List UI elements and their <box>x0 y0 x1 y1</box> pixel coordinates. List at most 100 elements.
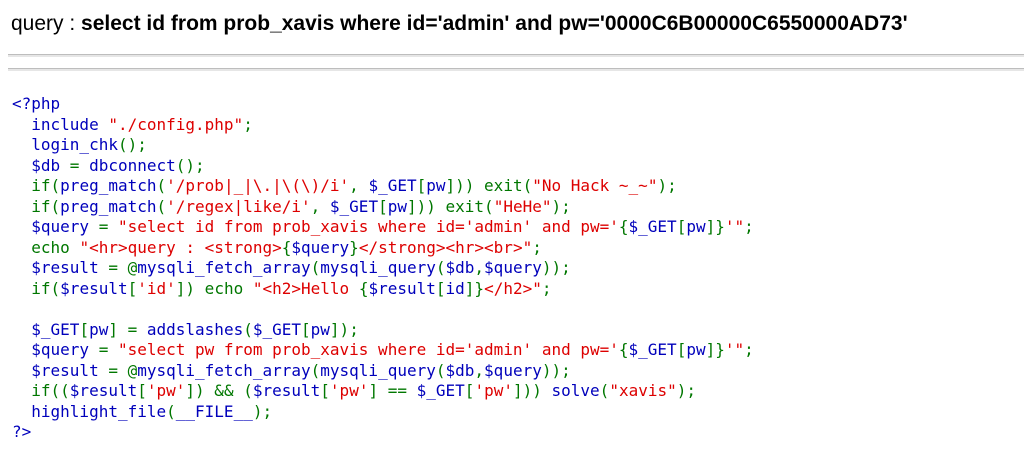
code-token: ]} <box>705 340 725 359</box>
code-token: $_GET <box>628 340 677 359</box>
code-token: mysqli_query <box>320 258 436 277</box>
code-token: ( <box>435 258 446 277</box>
code-token: ( <box>435 360 446 380</box>
code-line: ?> <box>12 422 754 443</box>
code-token: solve <box>551 381 600 400</box>
code-token: ]} <box>705 217 725 236</box>
code-token: ); <box>676 381 697 400</box>
code-token: ; <box>243 114 253 134</box>
code-token: [ <box>416 176 427 195</box>
code-token: = <box>69 155 90 175</box>
code-token: mysqli_query <box>320 360 436 380</box>
code-token: $db <box>12 155 70 175</box>
code-token: "<hr>query : <strong> <box>79 237 282 257</box>
code-line: $_GET[pw] = addslashes($_GET[pw]); <box>12 320 754 341</box>
code-token: $query <box>484 360 542 380</box>
code-token: '/regex|like/i' <box>166 196 311 216</box>
code-token: "./config.php" <box>108 114 244 134</box>
code-token: ); <box>657 176 677 195</box>
code-token: , <box>474 360 485 380</box>
code-token: "No Hack ~_~" <box>532 176 658 195</box>
code-token: '" <box>724 217 745 236</box>
code-token: = <box>98 340 118 359</box>
code-token: ( <box>310 360 321 380</box>
code-line: $result = @mysqli_fetch_array(mysqli_que… <box>12 258 754 279</box>
code-line: highlight_file(__FILE__); <box>12 402 754 423</box>
query-output: query : select id from prob_xavis where … <box>11 12 908 36</box>
code-token: login_chk <box>12 135 118 154</box>
code-line: $query = "select pw from prob_xavis wher… <box>12 340 754 361</box>
code-line: login_chk(); <box>12 135 754 156</box>
code-token: $result <box>368 278 436 298</box>
code-line: <?php <box>12 94 754 115</box>
code-token: ( <box>310 258 321 277</box>
code-token: $query <box>12 340 99 359</box>
code-token: ( <box>156 196 167 216</box>
code-token: pw <box>426 176 446 195</box>
query-sql: select id from prob_xavis where id='admi… <box>81 12 908 35</box>
code-token: ?> <box>12 422 32 441</box>
code-token: $_GET <box>252 319 302 339</box>
code-token: ]} <box>464 278 485 298</box>
code-token: if( <box>12 278 61 298</box>
code-token: $_GET <box>416 381 465 400</box>
code-token: $result <box>60 278 128 298</box>
code-line: $db = dbconnect(); <box>12 156 754 177</box>
code-line: $result = @mysqli_fetch_array(mysqli_que… <box>12 361 754 382</box>
code-token: $_GET <box>12 319 80 339</box>
code-token: $result <box>252 381 321 400</box>
code-token: "select pw from prob_xavis where id='adm… <box>117 340 619 359</box>
code-token: "select id from prob_xavis where id='adm… <box>117 217 619 236</box>
horizontal-rule <box>8 68 1024 71</box>
code-token: $db <box>445 360 475 380</box>
code-token: pw <box>89 319 109 339</box>
code-token: [ <box>79 319 90 339</box>
code-token: preg_match <box>60 196 157 216</box>
query-label: query : <box>11 12 82 35</box>
code-token: ]) && ( <box>185 381 253 400</box>
code-token: { <box>618 340 629 359</box>
code-line <box>12 299 754 320</box>
php-source-code: <?php include "./config.php"; login_chk(… <box>12 94 754 443</box>
code-token: "<h2>Hello <box>252 278 359 298</box>
code-token: , <box>474 258 485 277</box>
code-line: include "./config.php"; <box>12 115 754 136</box>
code-token: id <box>445 278 465 298</box>
code-token: pw <box>310 319 330 339</box>
code-token: ])) exit( <box>445 176 533 195</box>
code-token: '" <box>724 340 745 359</box>
code-token: ( <box>599 381 610 400</box>
code-token: [ <box>676 340 687 359</box>
code-token: pw <box>387 196 407 216</box>
code-token: $result <box>12 258 109 277</box>
code-token: pw <box>686 217 706 236</box>
code-token: ])) exit( <box>406 196 494 216</box>
code-token: [ <box>378 196 388 216</box>
code-token: ( <box>166 401 176 421</box>
code-token: '/prob|_|\.|\(\)/i' <box>166 176 350 195</box>
code-line: $query = "select id from prob_xavis wher… <box>12 217 754 238</box>
code-token: [ <box>320 381 330 400</box>
code-line: if(preg_match('/prob|_|\.|\(\)/i', $_GET… <box>12 176 754 197</box>
horizontal-rule <box>8 54 1024 57</box>
code-token: ]); <box>329 319 359 339</box>
code-token: = @ <box>108 258 138 277</box>
code-token: ); <box>252 401 273 421</box>
code-token: , <box>310 196 330 216</box>
code-token: "HeHe" <box>493 196 552 216</box>
code-token: = <box>98 217 118 236</box>
code-token: { <box>281 237 292 257</box>
code-token: 'id' <box>137 278 176 298</box>
code-token: 'pw' <box>146 381 186 400</box>
code-token: $result <box>69 381 138 400</box>
code-token: mysqli_fetch_array <box>137 360 311 380</box>
code-token: ( <box>156 176 167 195</box>
code-token: [ <box>464 381 475 400</box>
code-token: preg_match <box>60 176 157 195</box>
code-token: "xavis" <box>609 381 677 400</box>
code-token: )); <box>541 360 571 380</box>
code-token: dbconnect <box>89 155 176 175</box>
code-token: 'pw' <box>474 381 513 400</box>
code-token: ] == <box>368 381 417 400</box>
